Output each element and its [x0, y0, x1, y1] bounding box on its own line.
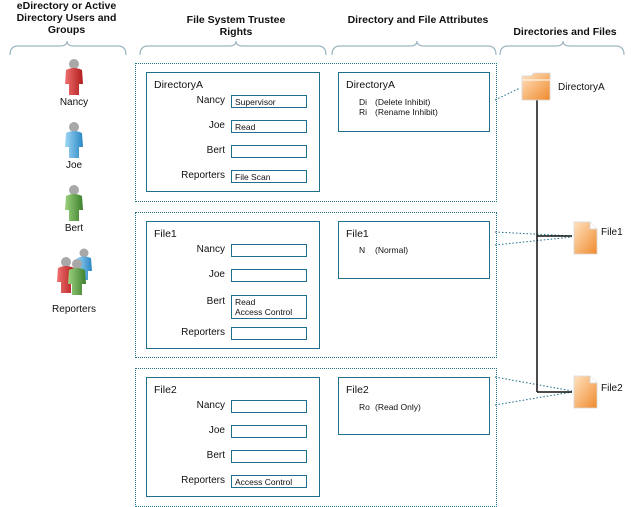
- rights-panel-title: File1: [154, 228, 177, 240]
- leader-file2-a: [494, 376, 573, 392]
- rights-label-joe: Joe: [208, 425, 225, 436]
- user-label-reporters: Reporters: [52, 304, 96, 315]
- attribute-desc: (Rename Inhibit): [375, 107, 438, 117]
- rights-value-line: Read: [235, 297, 256, 307]
- attributes-panel-title: File2: [346, 384, 369, 396]
- brace-tree: [499, 40, 625, 56]
- joe-icon: [65, 122, 83, 158]
- file-icon: [573, 375, 598, 409]
- rights-label-reporters: Reporters: [181, 327, 225, 338]
- brace-users: [9, 40, 127, 56]
- attributes-panel-directorya: DirectoryA Di (Delete Inhibit) Ri (Rename …: [338, 72, 490, 132]
- rights-panel-title: DirectoryA: [154, 79, 204, 91]
- nancy-icon: [65, 59, 83, 95]
- rights-field-bert: [231, 145, 307, 158]
- rights-field-joe: [231, 269, 307, 282]
- rights-field-joe: [231, 425, 307, 438]
- rights-label-nancy: Nancy: [196, 400, 225, 411]
- attributes-panel-title: DirectoryA: [346, 79, 396, 91]
- rights-field-bert: [231, 450, 307, 463]
- rights-label-nancy: Nancy: [196, 95, 225, 106]
- rights-value-line: Access Control: [235, 307, 293, 317]
- attribute-code: Ro: [359, 402, 370, 412]
- block-frame-directorya: [135, 63, 497, 202]
- file-icon: [573, 221, 598, 255]
- rights-field-reporters: Access Control: [231, 475, 307, 488]
- rights-field-reporters: File Scan: [231, 170, 307, 183]
- rights-panel-file1: File1 Nancy Joe Bert Read Access Control…: [146, 221, 320, 349]
- attribute-code: Di: [359, 97, 368, 107]
- folder-icon: [521, 72, 551, 101]
- rights-label-bert: Bert: [206, 296, 225, 307]
- tree-label-directorya: DirectoryA: [558, 82, 605, 93]
- rights-field-joe: Read: [231, 120, 307, 133]
- rights-label-reporters: Reporters: [181, 475, 225, 486]
- rights-label-reporters: Reporters: [181, 170, 225, 181]
- rights-label-bert: Bert: [206, 145, 225, 156]
- brace-rights: [139, 40, 327, 56]
- reporters-icon: [57, 248, 92, 295]
- attribute-code: Ri: [359, 107, 368, 117]
- attribute-item: Ri (Rename Inhibit): [359, 107, 438, 117]
- tree-label-file2: File2: [601, 383, 623, 394]
- attributes-panel-title: File1: [346, 228, 369, 240]
- attribute-desc: (Normal): [375, 245, 409, 255]
- tree-label-file1: File1: [601, 227, 623, 238]
- attribute-item: Ro (Read Only): [359, 402, 421, 412]
- rights-label-joe: Joe: [208, 120, 225, 131]
- rights-field-nancy: [231, 400, 307, 413]
- block-frame-file1: [135, 212, 497, 358]
- attributes-panel-file1: File1 N (Normal): [338, 221, 490, 279]
- user-label-nancy: Nancy: [59, 97, 89, 108]
- header-users: eDirectory or Active Directory Users and…: [16, 0, 117, 36]
- attribute-desc: (Read Only): [375, 402, 421, 412]
- rights-field-nancy: [231, 244, 307, 257]
- attributes-panel-file2: File2 Ro (Read Only): [338, 377, 490, 435]
- attribute-item: N (Normal): [359, 245, 408, 255]
- leader-file1-b: [494, 236, 573, 246]
- rights-label-nancy: Nancy: [196, 244, 225, 255]
- leader-file2-b: [494, 391, 573, 406]
- rights-label-joe: Joe: [208, 269, 225, 280]
- attribute-code: N: [359, 245, 366, 255]
- attribute-item: Di (Delete Inhibit): [359, 97, 430, 107]
- header-attributes: Directory and File Attributes: [347, 14, 489, 26]
- rights-field-nancy: Supervisor: [231, 95, 307, 108]
- rights-field-reporters: [231, 327, 307, 340]
- rights-field-bert: Read Access Control: [231, 295, 307, 319]
- user-label-bert: Bert: [64, 223, 84, 234]
- user-label-joe: Joe: [65, 160, 83, 171]
- rights-panel-file2: File2 Nancy Joe Bert Reporters Access Co…: [146, 377, 320, 497]
- header-rights: File System Trustee Rights: [186, 14, 286, 38]
- rights-panel-title: File2: [154, 384, 177, 396]
- attribute-desc: (Delete Inhibit): [375, 97, 431, 107]
- header-tree: Directories and Files: [513, 26, 617, 38]
- leader-directorya: [494, 87, 521, 101]
- brace-attributes: [331, 40, 497, 56]
- rights-label-bert: Bert: [206, 450, 225, 461]
- rights-panel-directorya: DirectoryA Nancy Supervisor Joe Read Ber…: [146, 72, 320, 192]
- bert-icon: [65, 185, 83, 221]
